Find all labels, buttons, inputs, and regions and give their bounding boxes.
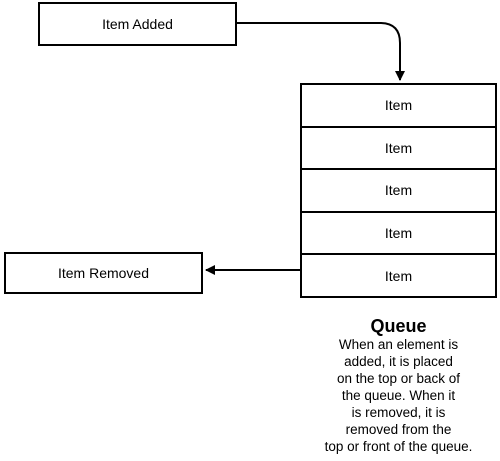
- caption-line: on the top or back of: [336, 371, 461, 386]
- queue-item: Item: [302, 255, 495, 296]
- caption-line: top or front of the queue.: [324, 439, 473, 454]
- queue-item-label: Item: [384, 97, 413, 114]
- caption-line: removed from the: [345, 422, 452, 437]
- queue-item: Item: [302, 85, 495, 128]
- queue-item-label: Item: [384, 182, 413, 199]
- queue-item: Item: [302, 213, 495, 256]
- item-added-box: Item Added: [38, 2, 237, 46]
- item-added-label: Item Added: [102, 16, 173, 32]
- queue-item: Item: [302, 128, 495, 171]
- queue-item-label: Item: [384, 139, 413, 156]
- queue-item: Item: [302, 170, 495, 213]
- queue-item-label: Item: [384, 267, 413, 284]
- queue-stack: Item Item Item Item Item: [300, 83, 497, 298]
- caption-title: Queue: [370, 316, 427, 336]
- item-removed-box: Item Removed: [4, 252, 203, 294]
- caption-body: When an element is added, it is placed o…: [300, 336, 497, 455]
- item-removed-label: Item Removed: [57, 265, 150, 281]
- queue-caption: Queue When an element is added, it is pl…: [300, 316, 497, 455]
- caption-line: When an element is: [338, 337, 459, 352]
- enqueue-arrow: [237, 22, 405, 81]
- queue-item-label: Item: [384, 225, 413, 242]
- caption-line: the queue. When it: [341, 388, 456, 403]
- caption-line: is removed, it is: [351, 405, 446, 420]
- caption-line: added, it is placed: [344, 354, 453, 369]
